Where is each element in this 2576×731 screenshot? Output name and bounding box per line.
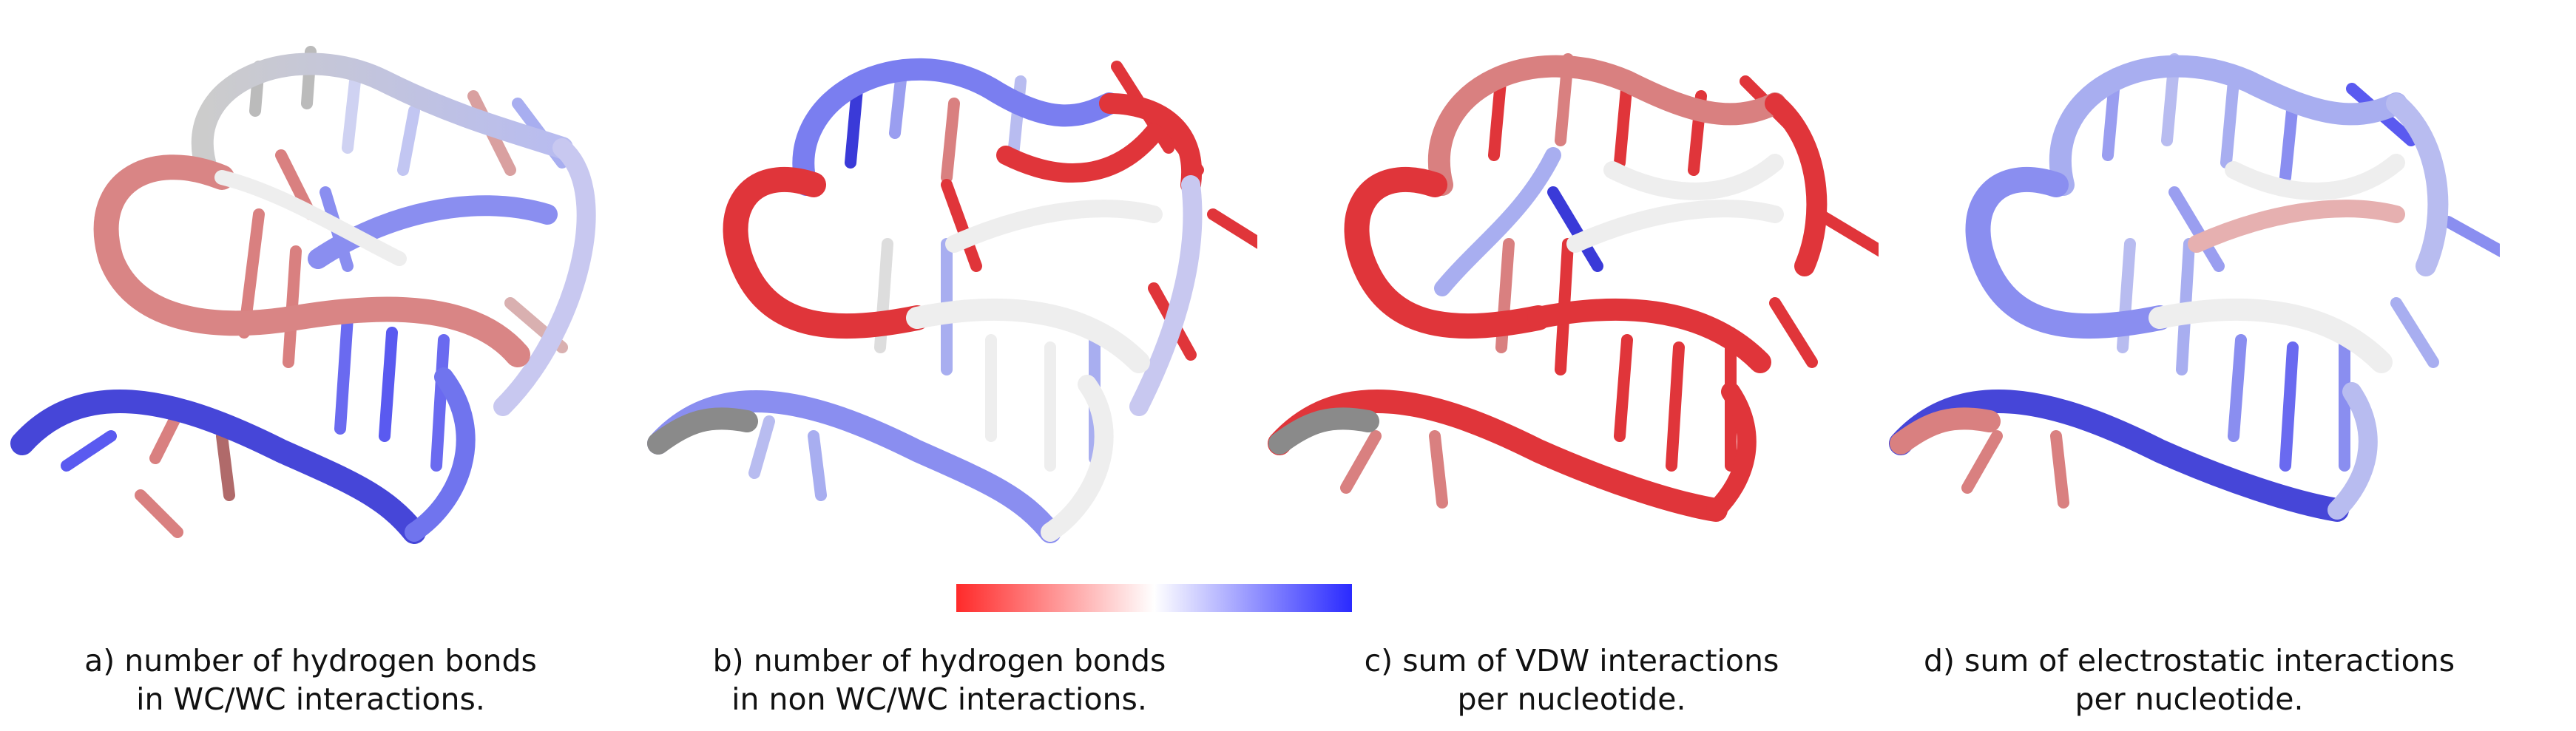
caption-a-line1: a) number of hydrogen bonds (84, 643, 537, 679)
caption-c-line1: c) sum of VDW interactions (1364, 643, 1779, 679)
caption-d-line1: d) sum of electrostatic interactions (1923, 643, 2455, 679)
rna-structure-b (647, 58, 1257, 543)
panel-b (636, 22, 1257, 606)
rna-structure-c (1268, 53, 1879, 522)
rna-structure-d (1889, 53, 2500, 522)
caption-a: a) number of hydrogen bonds in WC/WC int… (0, 642, 621, 718)
colorbar-gradient (956, 584, 1352, 612)
caption-c: c) sum of VDW interactions per nucleotid… (1261, 642, 1882, 718)
caption-d: d) sum of electrostatic interactions per… (1879, 642, 2500, 718)
colorbar (956, 584, 1352, 612)
caption-d-line2: per nucleotide. (2075, 681, 2304, 717)
caption-c-line2: per nucleotide. (1457, 681, 1686, 717)
caption-b-line2: in non WC/WC interactions. (731, 681, 1147, 717)
caption-b: b) number of hydrogen bonds in non WC/WC… (629, 642, 1250, 718)
rna-structure-a (10, 46, 596, 544)
panel-c (1257, 22, 1879, 606)
caption-b-line1: b) number of hydrogen bonds (712, 643, 1166, 679)
caption-a-line2: in WC/WC interactions. (136, 681, 485, 717)
panel-a (0, 22, 621, 606)
panel-d (1879, 22, 2500, 606)
